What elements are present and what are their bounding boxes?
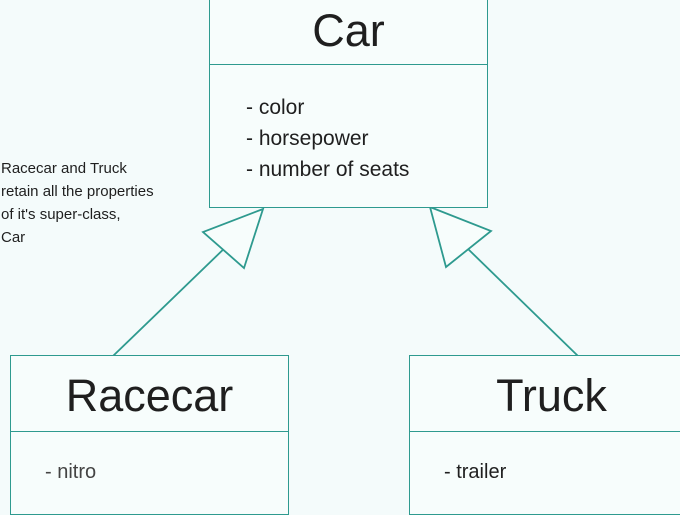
racecar-class-name: Racecar	[65, 370, 234, 421]
racecar-class-box: Racecar - nitro	[10, 355, 289, 515]
truck-inheritance-line	[466, 247, 579, 357]
truck-class-divider	[410, 431, 680, 432]
racecar-inheritance-arrowhead	[201, 207, 265, 270]
racecar-attribute-list: - nitro	[45, 458, 96, 486]
car-attribute-horsepower: - horsepower	[246, 127, 369, 150]
truck-class-name: Truck	[496, 370, 607, 421]
racecar-inheritance-line	[112, 241, 232, 357]
annotation-line: of it's super-class,	[1, 206, 121, 223]
truck-class-box: Truck - trailer	[409, 355, 680, 515]
car-class-name: Car	[312, 5, 385, 56]
truck-attribute-trailer: - trailer	[444, 461, 507, 483]
racecar-attribute-nitro: - nitro	[45, 461, 97, 483]
car-attribute-list: - color - horsepower - number of seats	[246, 92, 409, 185]
annotation-line: Racecar and Truck	[1, 160, 127, 177]
annotation-line: Car	[1, 229, 26, 246]
car-class-divider	[210, 64, 487, 65]
truck-inheritance-arrowhead	[428, 205, 493, 269]
annotation-line: retain all the properties	[1, 183, 154, 200]
racecar-class-divider	[11, 431, 288, 432]
truck-attribute-list: - trailer	[444, 458, 506, 486]
racecar-to-car-arrow	[112, 207, 265, 357]
inheritance-annotation: Racecar and Truck retain all the propert…	[1, 157, 206, 249]
truck-to-car-arrow	[428, 205, 579, 357]
car-class-box: Car - color - horsepower - number of sea…	[209, 0, 488, 208]
car-attribute-number-of-seats: - number of seats	[246, 158, 410, 181]
inheritance-arrows	[112, 205, 579, 357]
car-attribute-color: - color	[246, 96, 305, 119]
